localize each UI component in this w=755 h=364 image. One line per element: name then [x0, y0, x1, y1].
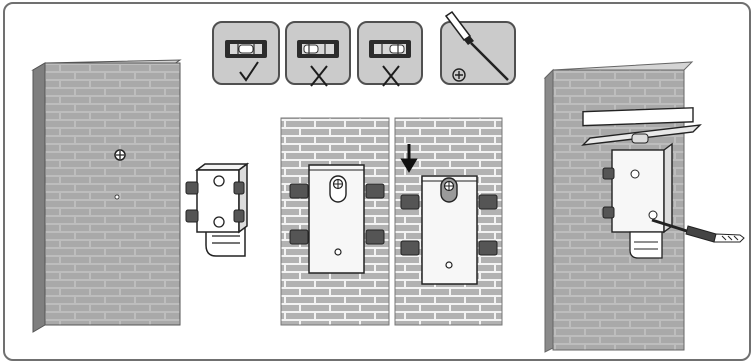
bracket-on-wall-hang	[281, 118, 389, 325]
phillips-screwdriver-icon	[441, 12, 515, 84]
level-wrong-icon	[358, 22, 422, 86]
bracket-slide-down	[395, 118, 502, 325]
level-ok-icon	[213, 22, 279, 84]
level-wrong-icon	[286, 22, 350, 86]
wall-with-screw-hole	[33, 60, 180, 332]
